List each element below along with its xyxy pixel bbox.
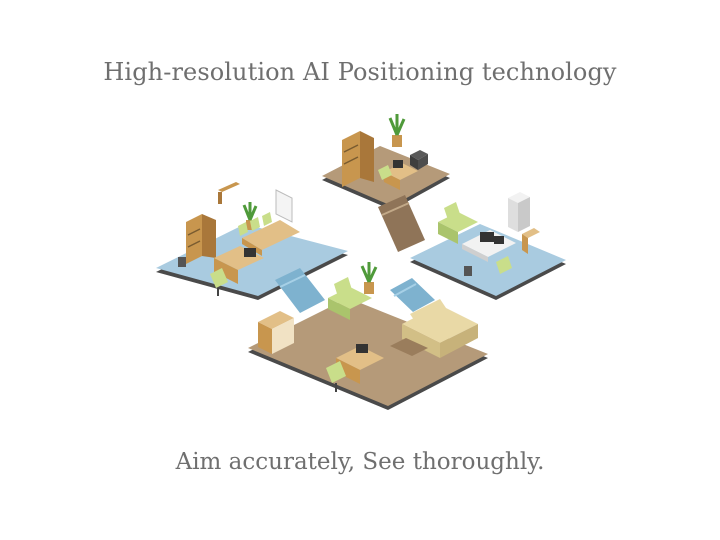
room-top bbox=[322, 114, 450, 252]
room-bottom bbox=[248, 262, 488, 410]
isometric-office-rooms-icon bbox=[156, 114, 566, 410]
tagline: Aim accurately, See thoroughly. bbox=[175, 449, 545, 475]
room-left bbox=[156, 182, 348, 313]
room-right bbox=[390, 192, 566, 312]
headline: High-resolution AI Positioning technolog… bbox=[103, 58, 617, 86]
